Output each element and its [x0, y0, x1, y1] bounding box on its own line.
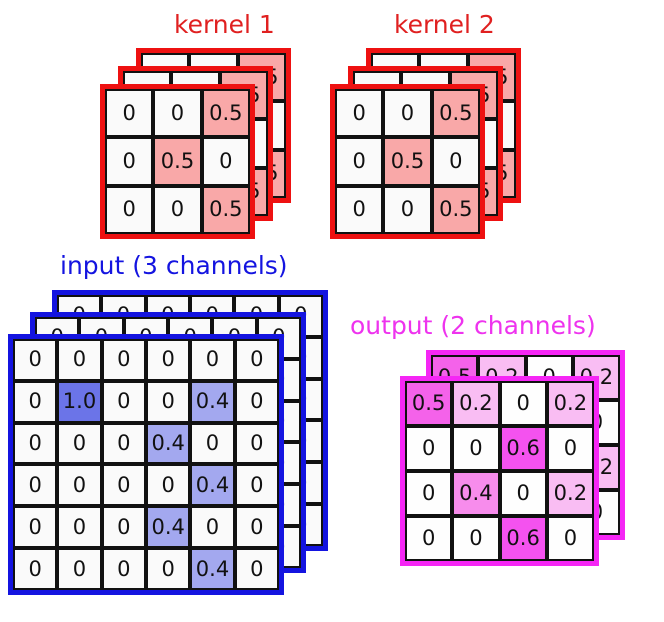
input-stack: 000000000000000000000000000000000000 000…: [8, 290, 328, 595]
input-title: input (3 channels): [60, 251, 288, 280]
grid-cell: 0: [145, 380, 191, 423]
grid-cell: 0: [13, 422, 58, 465]
grid-cell: 0: [452, 426, 500, 471]
grid-cell: 0.4: [452, 471, 500, 516]
grid-cell: 0: [101, 380, 146, 423]
output-title: output (2 channels): [350, 311, 596, 340]
grid-cell: 0: [145, 464, 191, 507]
grid-cell: 0: [431, 137, 480, 186]
grid-cell: 0: [145, 339, 191, 381]
grid-cell: 0.4: [190, 464, 235, 507]
grid-cell: 0: [234, 422, 279, 465]
kernel-1-title: kernel 1: [174, 10, 275, 39]
grid-cell: 0: [101, 548, 146, 590]
grid-cell: 0: [335, 89, 384, 138]
grid-cell: 0.2: [452, 381, 500, 426]
grid-cell: 0: [105, 89, 154, 138]
grid-cell: 0.5: [431, 185, 480, 234]
grid-cell: 0: [234, 380, 279, 423]
grid-cell: 0: [101, 339, 146, 381]
grid-cell: 0: [234, 548, 279, 590]
grid-cell: 0: [201, 137, 250, 186]
grid-cell: 0: [101, 506, 146, 549]
grid-cell: 0: [190, 339, 235, 381]
kernel-2-title: kernel 2: [394, 10, 495, 39]
grid-cell: 0: [13, 339, 58, 381]
grid-cell: 0.5: [405, 381, 453, 426]
grid-cell: 0: [13, 548, 58, 590]
grid-cell: 0: [234, 464, 279, 507]
grid-cell: 0: [499, 381, 547, 426]
grid-cell: 0: [499, 471, 547, 516]
grid-cell: 0.4: [190, 548, 235, 590]
grid-cell: 0: [383, 89, 432, 138]
grid-cell: 0: [546, 426, 594, 471]
grid-cell: 0: [546, 516, 594, 561]
grid-cell: 0: [190, 422, 235, 465]
grid-cell: 1.0: [57, 380, 102, 423]
grid-cell: 0: [452, 516, 500, 561]
grid-cell: 0: [57, 339, 102, 381]
grid-cell: 0: [105, 137, 154, 186]
grid-cell: 0: [234, 339, 279, 381]
grid-cell: 0.5: [383, 137, 432, 186]
grid-cell: 0.6: [499, 426, 547, 471]
grid-cell: 0.2: [546, 381, 594, 426]
grid-cell: 0: [105, 185, 154, 234]
grid-cell: 0: [57, 506, 102, 549]
grid-cell: 0: [101, 464, 146, 507]
grid-cell: 0: [153, 89, 202, 138]
grid-cell: 0: [234, 506, 279, 549]
grid-cell: 0: [190, 506, 235, 549]
grid-cell: 0: [57, 464, 102, 507]
grid-cell: 0: [405, 426, 453, 471]
grid-cell: 0.2: [546, 471, 594, 516]
grid-cell: 0.4: [145, 506, 191, 549]
grid-cell: 0.5: [153, 137, 202, 186]
grid-cell: 0: [57, 548, 102, 590]
grid-cell: 0: [405, 516, 453, 561]
grid-cell: 0: [13, 464, 58, 507]
grid-cell: 0.5: [201, 185, 250, 234]
grid-cell: 0: [13, 506, 58, 549]
grid-cell: 0.4: [190, 380, 235, 423]
grid-cell: 0: [335, 137, 384, 186]
grid-cell: 0: [101, 422, 146, 465]
grid-cell: 0: [145, 548, 191, 590]
grid-cell: 0: [383, 185, 432, 234]
grid-cell: 0: [335, 185, 384, 234]
grid-cell: 0: [153, 185, 202, 234]
grid-cell: 0.5: [431, 89, 480, 138]
grid-cell: 0.4: [145, 422, 191, 465]
grid-cell: 0.6: [499, 516, 547, 561]
grid-cell: 0: [405, 471, 453, 516]
grid-cell: 0: [13, 380, 58, 423]
grid-cell: 0: [57, 422, 102, 465]
grid-cell: 0.5: [201, 89, 250, 138]
